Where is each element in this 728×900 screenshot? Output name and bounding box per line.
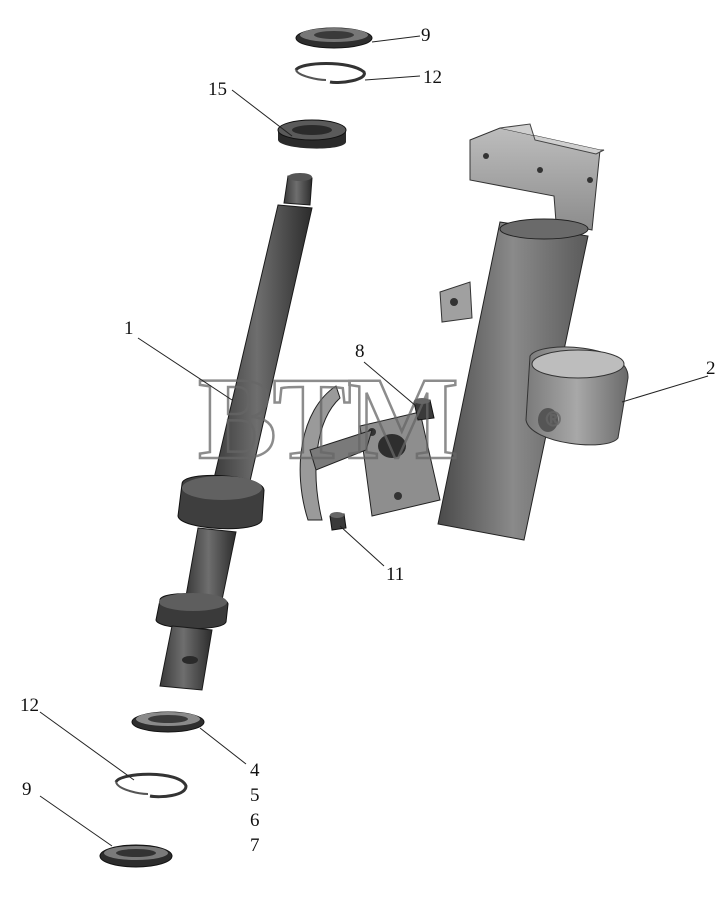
column-housing-2: [359, 123, 629, 541]
bolt-8: [413, 398, 435, 421]
watermark-logo: BTM ®: [197, 352, 562, 486]
callout-2: 2: [706, 358, 716, 379]
washer-9-bottom: [99, 844, 173, 868]
tilt-sector: [299, 385, 373, 521]
callout-15: 15: [208, 79, 227, 100]
callout-12-bottom: 12: [20, 695, 39, 716]
callout-9-top: 9: [421, 25, 431, 46]
ring-4: [131, 711, 205, 733]
washer-9-top: [295, 27, 373, 49]
watermark-text: BTM: [198, 353, 455, 484]
callout-6: 6: [250, 810, 260, 831]
registered-mark: ®: [546, 409, 561, 431]
callout-1: 1: [124, 318, 134, 339]
snap-ring-12-bottom: [114, 772, 188, 799]
callout-11: 11: [386, 564, 404, 585]
callout-4: 4: [250, 760, 260, 781]
bolt-11: [329, 512, 347, 531]
steering-shaft-1: [155, 173, 313, 691]
leader-lines: [39, 35, 709, 847]
callout-8: 8: [355, 341, 365, 362]
callout-7: 7: [250, 835, 260, 856]
snap-ring-12-top: [294, 62, 366, 84]
callout-labels: 9 12 15 1 8 2 11 12 4 5 6 7 9: [20, 25, 716, 856]
callout-12-top: 12: [423, 67, 442, 88]
callout-9-bottom: 9: [22, 779, 32, 800]
bearing-15: [277, 119, 347, 149]
callout-5: 5: [250, 785, 260, 806]
